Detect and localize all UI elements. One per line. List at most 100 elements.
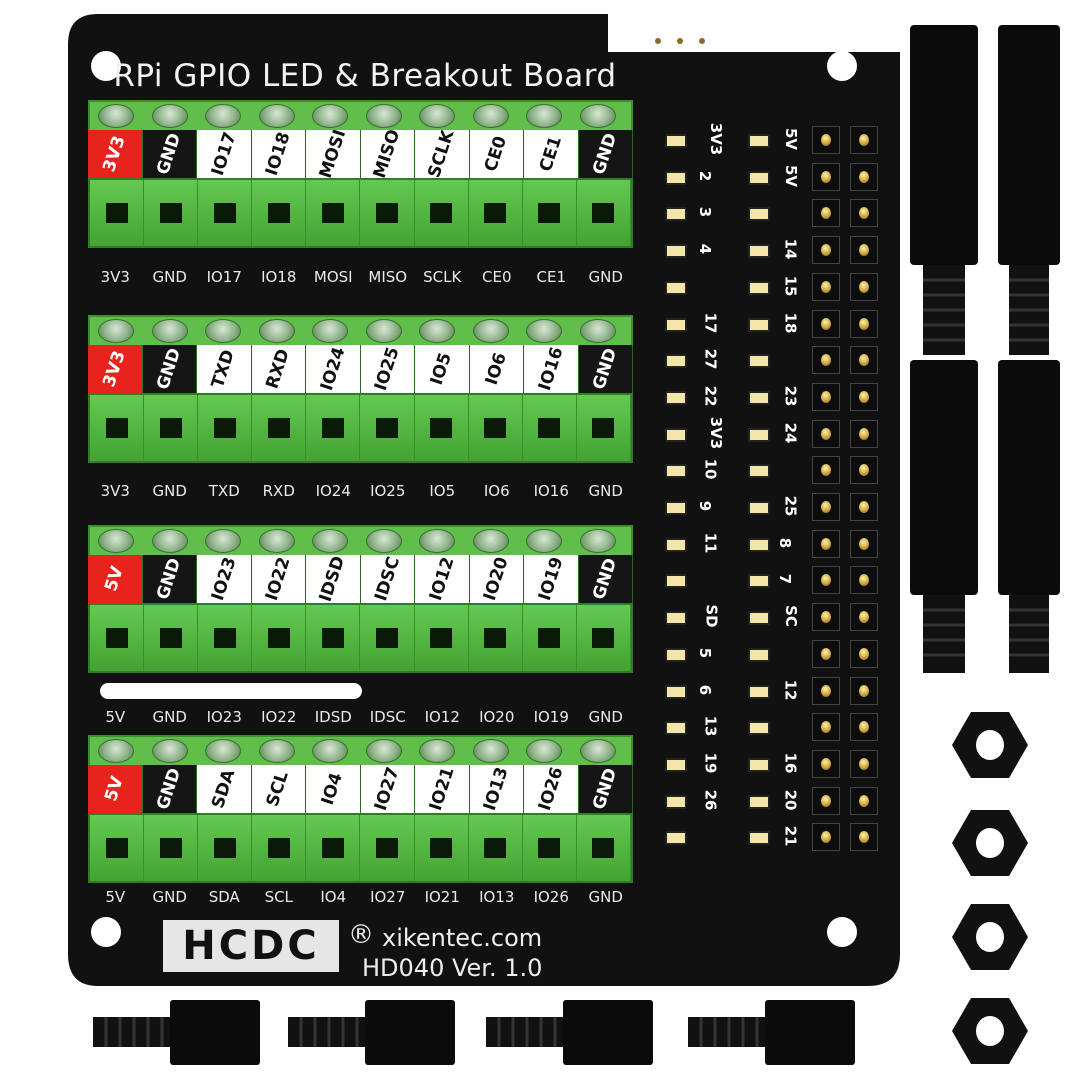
- silkscreen-label: 5V: [105, 888, 126, 906]
- terminal-label: CE0: [469, 130, 524, 178]
- wire-slot-icon[interactable]: [430, 838, 453, 858]
- wire-slot-icon[interactable]: [321, 418, 344, 438]
- gpio-pin-label: 3V3: [707, 122, 726, 156]
- screw-icon[interactable]: [579, 104, 616, 128]
- screw-icon[interactable]: [98, 319, 134, 343]
- wire-slot-icon[interactable]: [159, 628, 182, 648]
- wire-slot-icon[interactable]: [267, 838, 290, 858]
- screw-icon[interactable]: [258, 529, 295, 553]
- wire-slot-icon[interactable]: [538, 203, 561, 223]
- screw-icon[interactable]: [419, 104, 455, 128]
- terminal-cell: [468, 395, 523, 461]
- wire-slot-icon[interactable]: [213, 203, 236, 223]
- screw-icon[interactable]: [98, 529, 134, 553]
- screw-icon[interactable]: [258, 319, 295, 343]
- wire-slot-icon[interactable]: [430, 203, 453, 223]
- screw-icon[interactable]: [365, 104, 402, 128]
- wire-slot-icon[interactable]: [592, 628, 615, 648]
- wire-slot-icon[interactable]: [376, 838, 399, 858]
- terminal-label-text: MISO: [370, 130, 405, 178]
- wire-slot-icon[interactable]: [267, 418, 290, 438]
- wire-slot-icon[interactable]: [213, 838, 236, 858]
- wire-slot-icon[interactable]: [105, 838, 128, 858]
- wire-slot-icon[interactable]: [321, 628, 344, 648]
- screw-icon[interactable]: [205, 529, 241, 553]
- screw-icon[interactable]: [526, 104, 562, 128]
- terminal-label-text: GND: [153, 345, 186, 393]
- screw-icon[interactable]: [312, 104, 348, 128]
- wire-slot-icon[interactable]: [376, 203, 399, 223]
- wire-slot-icon[interactable]: [105, 628, 128, 648]
- screw-icon[interactable]: [151, 529, 188, 553]
- screw-icon[interactable]: [472, 739, 509, 763]
- screw-icon[interactable]: [205, 739, 241, 763]
- screw-icon[interactable]: [365, 319, 402, 343]
- wire-slot-icon[interactable]: [592, 203, 615, 223]
- screw-icon[interactable]: [472, 319, 509, 343]
- wire-slot-icon[interactable]: [484, 418, 507, 438]
- screw-icon[interactable]: [419, 319, 455, 343]
- header-pin-icon: [850, 272, 878, 301]
- screw-icon[interactable]: [258, 739, 295, 763]
- wire-slot-icon[interactable]: [376, 628, 399, 648]
- gpio-pin-label: 24: [781, 422, 800, 444]
- wire-slot-icon[interactable]: [105, 418, 128, 438]
- screw-icon[interactable]: [579, 529, 616, 553]
- screw-icon[interactable]: [365, 739, 402, 763]
- wire-slot-icon[interactable]: [105, 203, 128, 223]
- mount-hole-icon: [827, 917, 857, 947]
- screw-icon[interactable]: [205, 104, 241, 128]
- screw-icon[interactable]: [526, 319, 562, 343]
- screw-icon[interactable]: [419, 529, 455, 553]
- wire-slot-icon[interactable]: [159, 203, 182, 223]
- led-icon: [748, 244, 770, 259]
- screw-icon[interactable]: [98, 739, 134, 763]
- terminal-cell: [522, 395, 577, 461]
- screw-icon[interactable]: [205, 319, 241, 343]
- screw-icon[interactable]: [312, 739, 348, 763]
- wire-slot-icon[interactable]: [538, 838, 561, 858]
- screw-icon[interactable]: [579, 319, 616, 343]
- wire-slot-icon[interactable]: [430, 628, 453, 648]
- wire-slot-icon[interactable]: [592, 838, 615, 858]
- header-pin-icon: [850, 493, 878, 521]
- header-pin-icon: [850, 529, 878, 558]
- wire-slot-icon[interactable]: [321, 838, 344, 858]
- screw-icon[interactable]: [312, 529, 348, 553]
- screw-icon[interactable]: [526, 529, 562, 553]
- led-icon: [748, 464, 770, 479]
- led-icon: [665, 134, 687, 148]
- wire-slot-icon[interactable]: [538, 418, 561, 438]
- screw-icon[interactable]: [365, 529, 402, 553]
- screw-icon[interactable]: [258, 104, 295, 128]
- screw-icon[interactable]: [151, 104, 188, 128]
- wire-slot-icon[interactable]: [159, 418, 182, 438]
- screw-icon[interactable]: [472, 529, 509, 553]
- gpio-pin-label: 10: [701, 458, 720, 480]
- terminal-label-text: IO21: [425, 765, 459, 813]
- wire-slot-icon[interactable]: [267, 628, 290, 648]
- wire-slot-icon[interactable]: [484, 628, 507, 648]
- screw-icon[interactable]: [419, 739, 455, 763]
- wire-slot-icon[interactable]: [484, 838, 507, 858]
- wire-slot-icon[interactable]: [376, 418, 399, 438]
- wire-slot-icon[interactable]: [213, 628, 236, 648]
- screw-icon[interactable]: [151, 739, 188, 763]
- gpio-pin-label: 9: [696, 500, 715, 512]
- screw-icon[interactable]: [579, 739, 616, 763]
- wire-slot-icon[interactable]: [267, 203, 290, 223]
- screw-icon[interactable]: [151, 319, 188, 343]
- screw-icon[interactable]: [472, 104, 509, 128]
- wire-slot-icon[interactable]: [484, 203, 507, 223]
- wire-slot-icon[interactable]: [592, 418, 615, 438]
- gpio-pin-label: 5V: [782, 164, 801, 187]
- screw-icon[interactable]: [98, 104, 134, 128]
- wire-slot-icon[interactable]: [321, 203, 344, 223]
- terminal-cell: [306, 815, 361, 881]
- screw-icon[interactable]: [526, 739, 562, 763]
- wire-slot-icon[interactable]: [430, 418, 453, 438]
- wire-slot-icon[interactable]: [538, 628, 561, 648]
- screw-icon[interactable]: [312, 319, 348, 343]
- wire-slot-icon[interactable]: [159, 838, 182, 858]
- wire-slot-icon[interactable]: [213, 418, 236, 438]
